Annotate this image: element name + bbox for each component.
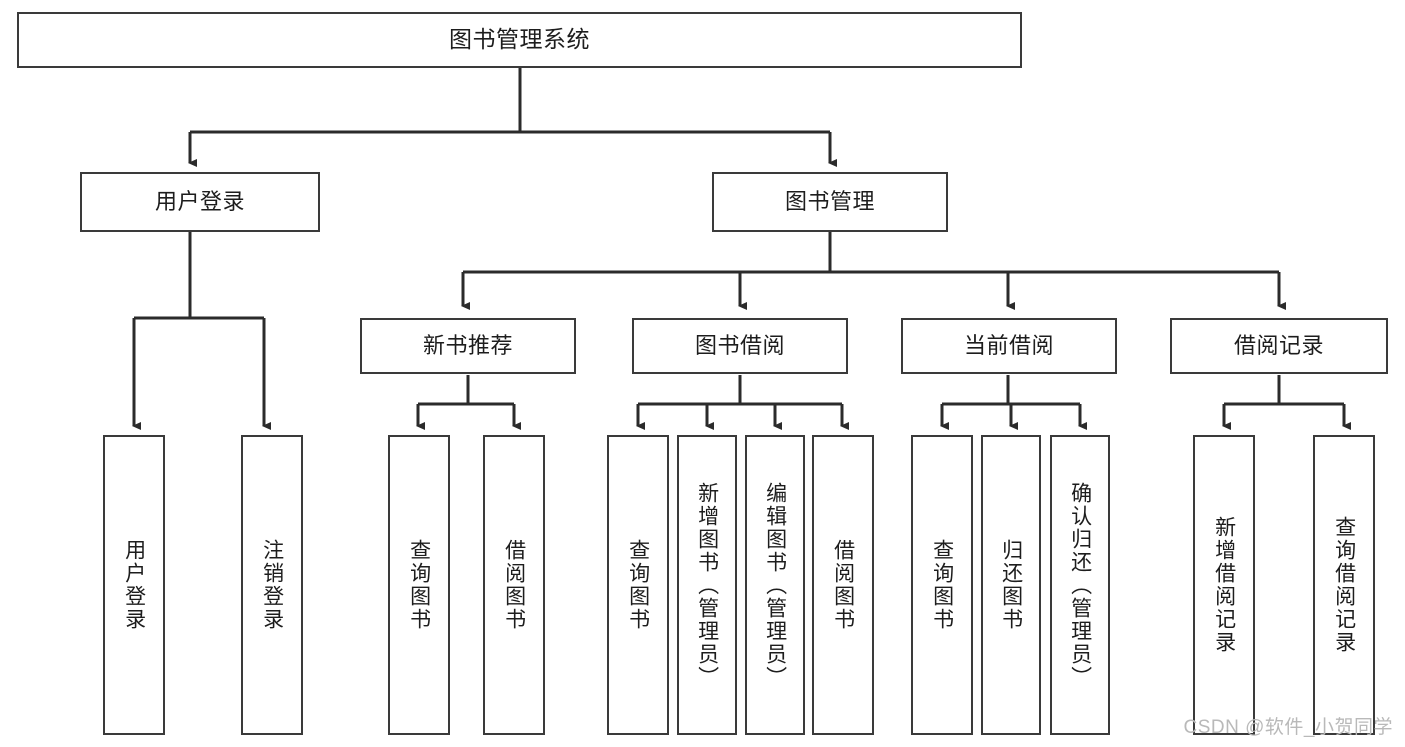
node-borrow-record-label: 借阅记录: [1233, 333, 1324, 359]
node-leaf-borrow-book-2-label: 借阅图书: [831, 539, 855, 631]
node-new-book-recommend-label: 新书推荐: [422, 333, 513, 359]
node-leaf-query-record[interactable]: 查询借阅记录: [1313, 435, 1375, 735]
node-new-book-recommend[interactable]: 新书推荐: [360, 318, 576, 374]
node-leaf-query-book-3[interactable]: 查询图书: [911, 435, 973, 735]
node-leaf-query-book-1[interactable]: 查询图书: [388, 435, 450, 735]
node-leaf-add-book-label: 新增图书（管理员）: [695, 481, 719, 689]
node-leaf-add-book[interactable]: 新增图书（管理员）: [677, 435, 737, 735]
node-leaf-user-login-label: 用户登录: [122, 539, 146, 631]
node-leaf-return-book-label: 归还图书: [999, 539, 1023, 631]
node-book-borrow-label: 图书借阅: [694, 333, 785, 359]
node-leaf-borrow-book-1-label: 借阅图书: [502, 539, 526, 631]
node-book-manage[interactable]: 图书管理: [712, 172, 948, 232]
node-leaf-edit-book[interactable]: 编辑图书（管理员）: [745, 435, 805, 735]
node-leaf-query-book-2[interactable]: 查询图书: [607, 435, 669, 735]
node-borrow-record[interactable]: 借阅记录: [1170, 318, 1388, 374]
node-leaf-logout-login[interactable]: 注销登录: [241, 435, 303, 735]
node-leaf-user-login[interactable]: 用户登录: [103, 435, 165, 735]
node-root[interactable]: 图书管理系统: [17, 12, 1022, 68]
node-leaf-add-record-label: 新增借阅记录: [1212, 516, 1236, 654]
node-leaf-query-book-3-label: 查询图书: [930, 539, 954, 631]
node-root-label: 图书管理系统: [449, 26, 590, 53]
node-leaf-return-book[interactable]: 归还图书: [981, 435, 1041, 735]
node-leaf-confirm-return-label: 确认归还（管理员）: [1068, 481, 1092, 689]
node-leaf-query-book-1-label: 查询图书: [407, 539, 431, 631]
node-leaf-query-book-2-label: 查询图书: [626, 539, 650, 631]
node-leaf-edit-book-label: 编辑图书（管理员）: [763, 481, 787, 689]
node-current-borrow[interactable]: 当前借阅: [901, 318, 1117, 374]
node-leaf-query-record-label: 查询借阅记录: [1332, 516, 1356, 654]
node-user-login-label: 用户登录: [154, 189, 245, 215]
node-book-borrow[interactable]: 图书借阅: [632, 318, 848, 374]
node-leaf-borrow-book-1[interactable]: 借阅图书: [483, 435, 545, 735]
node-leaf-confirm-return[interactable]: 确认归还（管理员）: [1050, 435, 1110, 735]
node-current-borrow-label: 当前借阅: [963, 333, 1054, 359]
node-user-login[interactable]: 用户登录: [80, 172, 320, 232]
node-leaf-add-record[interactable]: 新增借阅记录: [1193, 435, 1255, 735]
node-leaf-borrow-book-2[interactable]: 借阅图书: [812, 435, 874, 735]
node-book-manage-label: 图书管理: [784, 189, 875, 215]
node-leaf-logout-login-label: 注销登录: [260, 539, 284, 631]
